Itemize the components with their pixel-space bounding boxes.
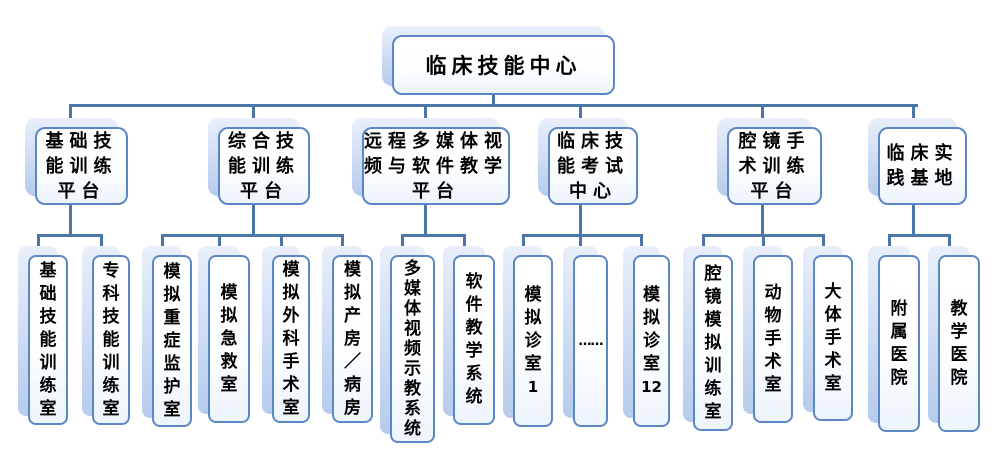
connector-line [912,205,915,236]
connector-line [252,205,255,236]
leaf-simulated-icu: 模拟重症监护室 [142,246,192,427]
connector-line [762,234,765,256]
node-multimedia-software-teaching-platform: 远程多媒体视 频与软件教学 平台 [352,118,510,205]
connector-line [761,104,764,128]
node-label: 临床技 能考试 中心 [548,127,638,205]
node-label: 基础技 能训练 平台 [35,127,128,205]
connector-line [888,234,951,237]
connector-line [100,234,103,256]
connector-line [522,234,525,256]
leaf-multimedia-video-demo-system: 多媒体视频示教系统 [380,246,435,443]
connector-line [37,234,40,256]
node-label: 教学医院 [938,255,980,432]
connector-line [161,234,164,256]
connector-line [424,104,427,128]
connector-line [761,205,764,236]
node-label: 模拟外科手术室 [272,255,310,423]
node-label: 多媒体视频示教系统 [390,255,435,443]
connector-line [463,234,466,256]
node-label: 大体手术室 [813,255,853,421]
connector-line [252,104,255,128]
connector-line [912,104,915,128]
leaf-basic-skills-training-room: 基础技能训练室 [18,246,68,425]
connector-line [341,234,344,256]
node-label: 模拟重症监护室 [152,255,192,427]
node-label: 模拟急救室 [208,255,250,423]
node-exam-center: 临床技 能考试 中心 [538,118,638,205]
leaf-endoscopy-simulation-room: 腔镜模拟训练室 [683,246,733,431]
node-label: …… [573,255,608,427]
node-label: 腔镜模拟训练室 [693,255,733,431]
connector-line [888,234,891,256]
connector-line [822,234,825,256]
node-label: 附属医院 [878,255,920,432]
node-label: 动物手术室 [753,255,793,423]
node-label: 临床实 践基地 [878,127,967,205]
connector-line [492,95,495,106]
connector-line [579,234,582,256]
leaf-simulated-clinic-ellipsis: …… [563,246,608,427]
node-label: 腔镜手 术训练 平台 [727,127,822,205]
connector-line [69,205,72,236]
node-label: 专科技能训练室 [92,255,130,425]
connector-line [424,205,427,236]
node-label: 基础技能训练室 [28,255,68,425]
leaf-specialty-skills-training-room: 专科技能训练室 [82,246,130,425]
connector-line [401,234,466,237]
node-basic-skills-platform: 基础技 能训练 平台 [25,118,128,205]
node-label: 软件教学系统 [453,255,495,425]
connector-line [161,234,344,237]
connector-line [579,104,582,128]
leaf-simulated-delivery-ward: 模拟产房／病房 [322,246,373,423]
node-label: 模拟产房／病房 [332,255,373,423]
connector-line [401,234,404,256]
connector-line [640,234,643,256]
connector-line [218,234,221,256]
connector-line [522,234,643,237]
connector-line [69,104,72,128]
node-label: 综合技 能训练 平台 [218,127,310,205]
leaf-teaching-hospital: 教学医院 [928,246,980,432]
connector-line [37,234,103,237]
node-comprehensive-skills-platform: 综合技 能训练 平台 [208,118,310,205]
leaf-animal-operating-room: 动物手术室 [743,246,793,423]
connector-line [579,205,582,236]
node-clinical-practice-base: 临床实 践基地 [868,118,967,205]
node-label: 临床技能中心 [392,35,615,95]
connector-line [280,234,283,256]
leaf-software-teaching-system: 软件教学系统 [443,246,495,425]
node-label: 远程多媒体视 频与软件教学 平台 [362,127,510,205]
connector-line [69,104,918,107]
connector-line [702,234,705,256]
connector-line [948,234,951,256]
leaf-simulated-emergency-room: 模拟急救室 [198,246,250,423]
node-endoscopy-training-platform: 腔镜手 术训练 平台 [717,118,822,205]
node-clinical-skills-center: 临床技能中心 [382,26,615,95]
leaf-affiliated-hospital: 附属医院 [868,246,920,432]
leaf-simulated-surgery-room: 模拟外科手术室 [262,246,310,423]
leaf-cadaver-operating-room: 大体手术室 [803,246,853,421]
